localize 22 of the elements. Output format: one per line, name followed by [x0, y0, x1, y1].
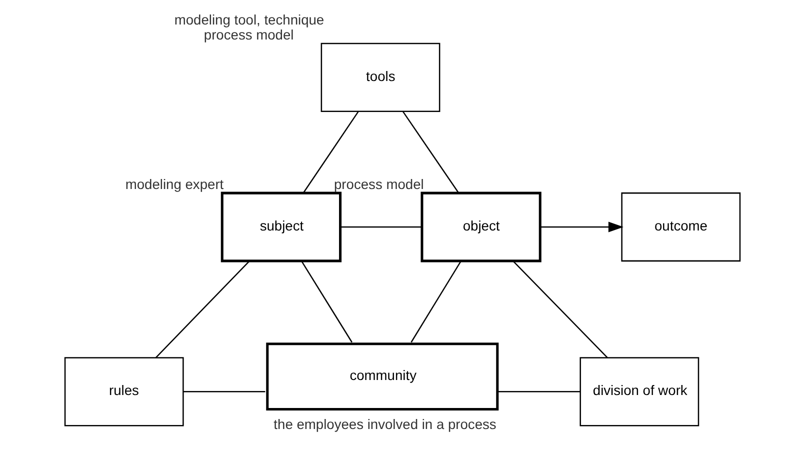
connector [300, 260, 352, 343]
connector [512, 260, 608, 358]
arrow [540, 222, 624, 232]
node-label: the employees involved in a process [273, 416, 496, 432]
connector [410, 260, 461, 343]
connector [154, 260, 250, 358]
node-box: rules [64, 357, 184, 426]
node-label: modeling expert [124, 176, 224, 192]
node-box: community [266, 342, 498, 410]
connector [498, 391, 580, 392]
connector [340, 226, 422, 228]
connector [302, 111, 358, 194]
node-box: tools [320, 42, 440, 112]
node-label: process model [203, 26, 294, 42]
node-box: outcome [620, 192, 740, 262]
connector [183, 391, 265, 392]
node-box: subject [220, 192, 342, 262]
node-label: process model [334, 176, 424, 192]
node-label: modeling tool, technique [174, 11, 324, 28]
node-box: division of work [579, 357, 699, 426]
node-box: object [420, 192, 541, 262]
connector [402, 111, 459, 194]
